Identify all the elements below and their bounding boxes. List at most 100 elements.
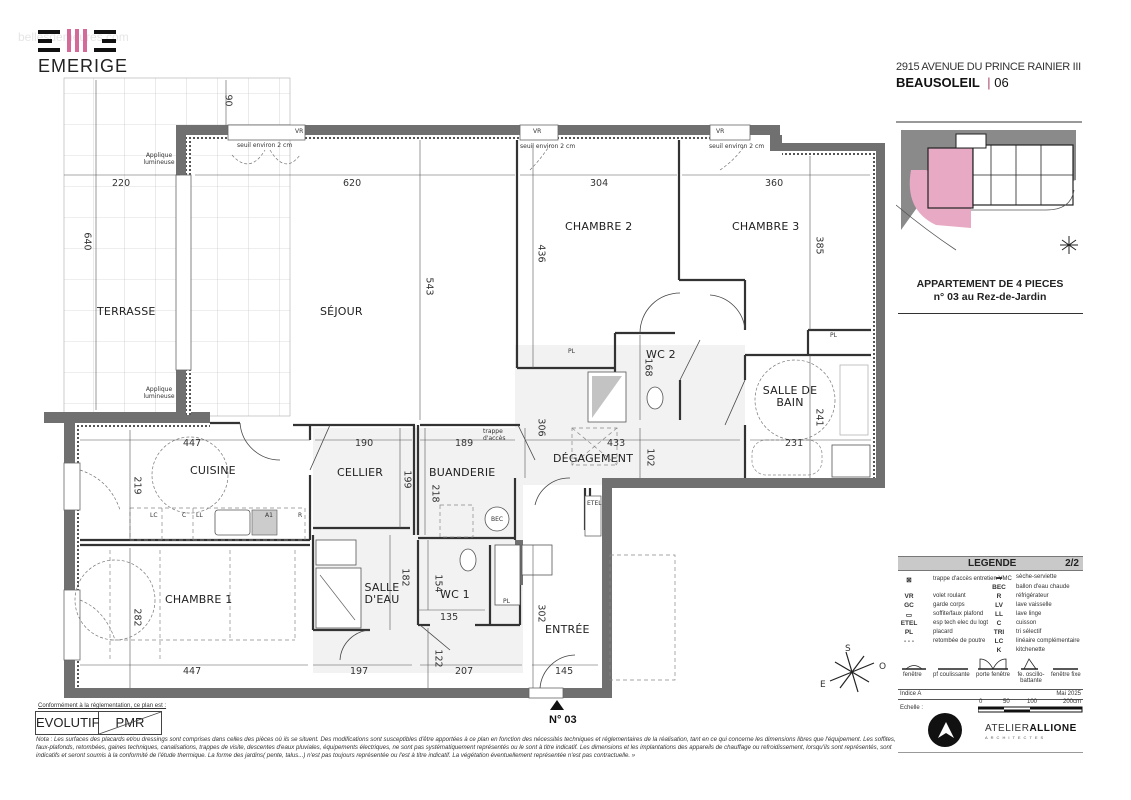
legend-code: PL xyxy=(904,629,914,636)
dim-wc2-length: 168 xyxy=(642,358,654,377)
legend-item: cuisson xyxy=(1016,620,1037,626)
legend-code: GC xyxy=(904,602,914,609)
legend-item: volet roulant xyxy=(933,593,966,599)
plan-date: Mai 2025 xyxy=(1056,691,1081,697)
bec-label: BEC xyxy=(491,516,504,523)
legal-note: Nota : Les surfaces des placards et/ou d… xyxy=(36,736,896,759)
dim-buanderie-length: 218 xyxy=(429,484,441,503)
seuil-label: seuil environ 2 cm xyxy=(709,143,765,150)
dim-sejour-width: 620 xyxy=(343,178,362,189)
dim-sdb-length: 241 xyxy=(813,408,825,427)
applique-label: Applique lumineuse xyxy=(143,152,175,166)
pl-label: PL xyxy=(830,332,837,339)
legend-item: kitchenette xyxy=(1016,647,1046,653)
dim-terrasse-depth: 90 xyxy=(222,94,234,107)
room-degagement: DÉGAGEMENT xyxy=(553,452,634,465)
evolutif-label: EVOLUTIF xyxy=(36,712,100,734)
building-key-plan-icon xyxy=(895,121,1082,254)
legend-item: réfrigérateur xyxy=(1016,593,1049,599)
legend-title: LEGENDE xyxy=(968,558,1017,569)
dim-degagement-width: 433 xyxy=(607,438,626,449)
legend-code: LV xyxy=(995,602,1003,609)
dim-sdb-width: 231 xyxy=(785,438,804,449)
dim-cuisine-width: 447 xyxy=(183,438,202,449)
dim-buanderie-width: 189 xyxy=(455,438,474,449)
dim-entree-length: 302 xyxy=(535,604,547,623)
architect-logo-icon xyxy=(928,713,962,747)
key-plan-compass-icon xyxy=(1060,236,1078,254)
floor-plan: TERRASSE SÉJOUR CHAMBRE 2 CHAMBRE 3 WC 2… xyxy=(44,77,885,710)
pl-label: PL xyxy=(503,598,510,605)
window-symbols-icon xyxy=(902,658,1078,670)
legend-code: LC xyxy=(994,638,1004,645)
kitchen-sink xyxy=(214,509,251,536)
brand-logo xyxy=(38,28,120,54)
legend-item: lave vaisselle xyxy=(1016,602,1052,608)
dim-entree-width: 145 xyxy=(555,666,574,677)
dim-wc1-length: 154 xyxy=(432,574,444,593)
wc1-toilet xyxy=(459,548,477,572)
legend-code: - - - xyxy=(903,638,915,645)
scale-tick: 100 xyxy=(1027,699,1038,705)
window-type: pf coulissante xyxy=(933,672,970,678)
dim-cuisine-length: 219 xyxy=(131,476,143,495)
room-terrasse: TERRASSE xyxy=(97,305,156,318)
legend-code: ETEL xyxy=(900,620,918,627)
architect-name-light: ATELIER xyxy=(985,723,1030,734)
legend-code: ▬ xyxy=(995,574,1003,581)
scale-bar-graphic xyxy=(978,706,1083,713)
seuil-label: seuil environ 2 cm xyxy=(520,143,576,150)
legend-item: sèche-serviette xyxy=(1016,574,1057,580)
plan-index: Indice A xyxy=(900,691,922,697)
legend-item: retombée de poutre xyxy=(933,638,986,644)
regulation-box: EVOLUTIF PMR xyxy=(35,711,162,735)
dim-terrasse-width: 220 xyxy=(112,178,131,189)
kitchen-code-r: R xyxy=(298,512,303,519)
room-salle-d-eau: SALLE D'EAU xyxy=(364,581,400,606)
address: 2915 AVENUE DU PRINCE RAINIER III xyxy=(896,61,1081,73)
trappe-label: trappe d'accès xyxy=(483,428,506,442)
pmr-label: PMR xyxy=(115,715,145,730)
legend-divider xyxy=(898,699,1083,700)
room-chambre-3: CHAMBRE 3 xyxy=(732,220,800,233)
architect-name-bold: ALLIONE xyxy=(1029,723,1077,734)
compass-s: S xyxy=(845,644,851,654)
legend-code: R xyxy=(996,593,1002,600)
room-cuisine: CUISINE xyxy=(190,464,236,477)
entrance-number: N° 03 xyxy=(549,714,577,726)
scale-bar: Echelle : 0 50 100 200cm xyxy=(898,699,1083,716)
footer-divider xyxy=(898,752,1083,753)
dim-chambre2-length: 436 xyxy=(535,244,547,263)
separator: | xyxy=(983,75,995,90)
dim-cellier-width: 190 xyxy=(355,438,374,449)
legend-code: TRI xyxy=(993,629,1005,636)
dim-chambre3-length: 385 xyxy=(813,236,825,255)
scale-tick: 0 xyxy=(979,699,983,705)
seuil-label: seuil environ 2 cm xyxy=(237,142,293,149)
legend-item: garde corps xyxy=(933,602,965,608)
dim-degagement-length: 306 xyxy=(535,418,547,437)
compass-icon xyxy=(829,651,875,693)
title-underline xyxy=(898,313,1083,314)
water-heater-bec xyxy=(484,506,510,532)
key-plan xyxy=(895,120,1082,265)
entrance-arrow-icon xyxy=(550,700,564,710)
scale-label: Echelle : xyxy=(900,705,924,711)
legend-page: 2/2 xyxy=(1065,558,1079,569)
legend-code: LL xyxy=(995,611,1003,618)
dim-hall-length: 122 xyxy=(432,649,444,668)
legend-item: ballon d'eau chaude xyxy=(1016,584,1070,590)
legend-item: lave linge xyxy=(1016,611,1042,617)
kitchen-code-c: C xyxy=(182,512,187,519)
vr-label: VR xyxy=(533,128,542,135)
dim-chambre2-width: 304 xyxy=(590,178,609,189)
room-sejour: SÉJOUR xyxy=(320,305,363,318)
compass-e: E xyxy=(820,680,826,690)
legend-item: esp tech elec du logt xyxy=(933,620,989,626)
room-chambre-1: CHAMBRE 1 xyxy=(165,593,233,606)
dim-chambre3-width: 360 xyxy=(765,178,784,189)
department: 06 xyxy=(994,75,1009,90)
scale-tick: 200cm xyxy=(1063,699,1082,705)
dim-terrasse-length: 640 xyxy=(81,232,93,251)
dim-cellier-length: 199 xyxy=(401,470,413,489)
